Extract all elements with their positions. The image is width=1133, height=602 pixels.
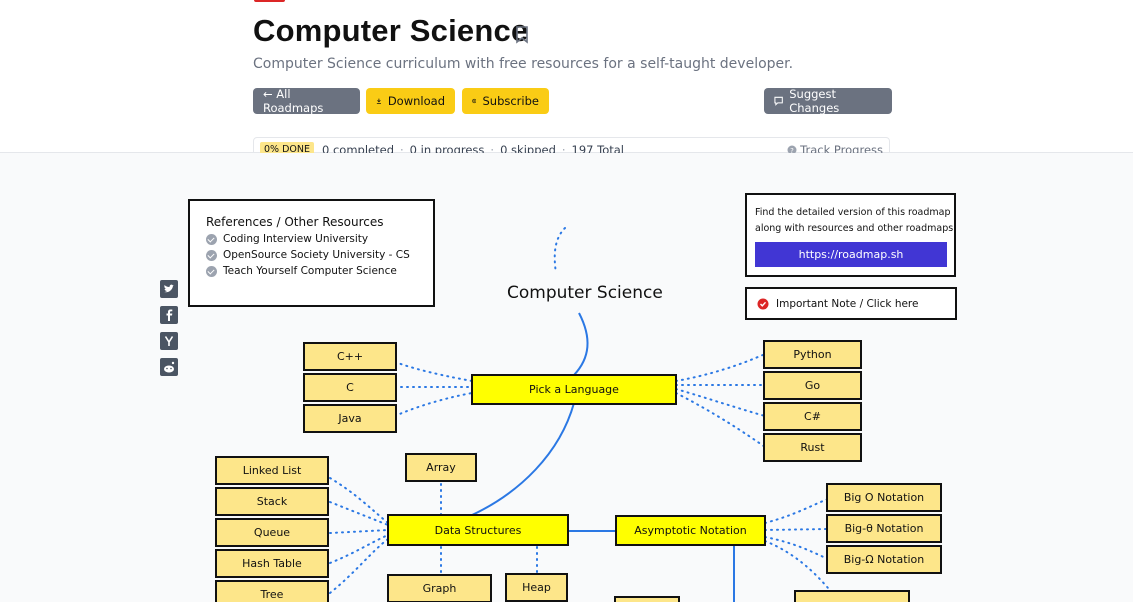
notation-node-big-theta[interactable]: Big-θ Notation — [826, 514, 942, 543]
root-to-language-connector — [573, 312, 589, 376]
ds-node-array[interactable]: Array — [405, 453, 477, 482]
help-icon: ? — [787, 145, 797, 155]
page-subtitle: Computer Science curriculum with free re… — [253, 56, 794, 72]
references-title: References / Other Resources — [206, 215, 384, 229]
pick-language-node[interactable]: Pick a Language — [471, 374, 677, 405]
roadmap-url-button[interactable]: https://roadmap.sh — [755, 242, 947, 267]
ds-node-tree[interactable]: Tree — [215, 580, 329, 602]
all-roadmaps-label: ← All Roadmaps — [263, 87, 324, 115]
notation-node-big-o[interactable]: Big O Notation — [826, 483, 942, 512]
ds-node-heap[interactable]: Heap — [505, 573, 568, 602]
svg-text:?: ? — [790, 147, 794, 155]
at-sign-icon — [472, 98, 477, 104]
data-structures-node[interactable]: Data Structures — [387, 514, 569, 546]
reference-item[interactable]: OpenSource Society University - CS — [206, 249, 433, 261]
subscribe-label: Subscribe — [482, 94, 539, 108]
notation-node-big-omega[interactable]: Big-Ω Notation — [826, 545, 942, 574]
check-icon — [206, 249, 217, 261]
language-node-java[interactable]: Java — [303, 404, 397, 433]
ds-node-linked-list[interactable]: Linked List — [215, 456, 329, 485]
promo-line-1: Find the detailed version of this roadma… — [755, 207, 951, 218]
hackernews-icon[interactable] — [160, 332, 178, 350]
reference-item[interactable]: Coding Interview University — [206, 233, 433, 245]
download-button[interactable]: Download — [366, 88, 455, 114]
new-badge — [254, 0, 285, 2]
ds-node-queue[interactable]: Queue — [215, 518, 329, 547]
root-dotted-connector — [553, 227, 566, 274]
bookmark-icon[interactable] — [515, 26, 529, 44]
reddit-icon[interactable] — [160, 358, 178, 376]
page-title: Computer Science — [253, 13, 529, 48]
roadmap-root-title: Computer Science — [507, 283, 663, 303]
check-icon — [206, 233, 217, 245]
asymptotic-notation-node[interactable]: Asymptotic Notation — [615, 515, 766, 546]
roadmap-connectors — [329, 227, 829, 602]
ds-node-stack[interactable]: Stack — [215, 487, 329, 516]
promo-line-2: along with resources and other roadmaps — [755, 223, 954, 234]
all-roadmaps-button[interactable]: ← All Roadmaps — [253, 87, 360, 115]
reference-item[interactable]: Teach Yourself Computer Science — [206, 265, 433, 277]
language-node-rust[interactable]: Rust — [763, 433, 862, 462]
check-icon — [206, 265, 217, 277]
language-node-python[interactable]: Python — [763, 340, 862, 369]
language-node-cpp[interactable]: C++ — [303, 342, 397, 371]
partial-node[interactable] — [794, 590, 910, 602]
ds-node-graph[interactable]: Graph — [387, 574, 492, 602]
twitter-icon[interactable] — [160, 280, 178, 298]
download-label: Download — [387, 94, 445, 108]
page-header: Computer Science Computer Science curric… — [0, 0, 1133, 162]
ds-node-hash-table[interactable]: Hash Table — [215, 549, 329, 578]
promo-box: Find the detailed version of this roadma… — [745, 193, 956, 277]
language-node-go[interactable]: Go — [763, 371, 862, 400]
roadmap-canvas: References / Other Resources Coding Inte… — [0, 153, 1133, 602]
language-to-ds-connector — [469, 402, 575, 517]
important-note-label: Important Note / Click here — [776, 297, 919, 310]
partial-node[interactable] — [614, 596, 680, 602]
suggest-changes-label: Suggest Changes — [789, 87, 840, 115]
comment-icon — [774, 96, 783, 106]
language-node-c[interactable]: C — [303, 373, 397, 402]
download-icon — [376, 98, 381, 104]
language-node-csharp[interactable]: C# — [763, 402, 862, 431]
check-circle-icon — [757, 298, 769, 309]
suggest-changes-button[interactable]: Suggest Changes — [764, 87, 892, 115]
references-box: References / Other Resources Coding Inte… — [188, 199, 435, 307]
important-note-button[interactable]: Important Note / Click here — [745, 287, 957, 320]
facebook-icon[interactable] — [160, 306, 178, 324]
subscribe-button[interactable]: Subscribe — [462, 88, 549, 114]
